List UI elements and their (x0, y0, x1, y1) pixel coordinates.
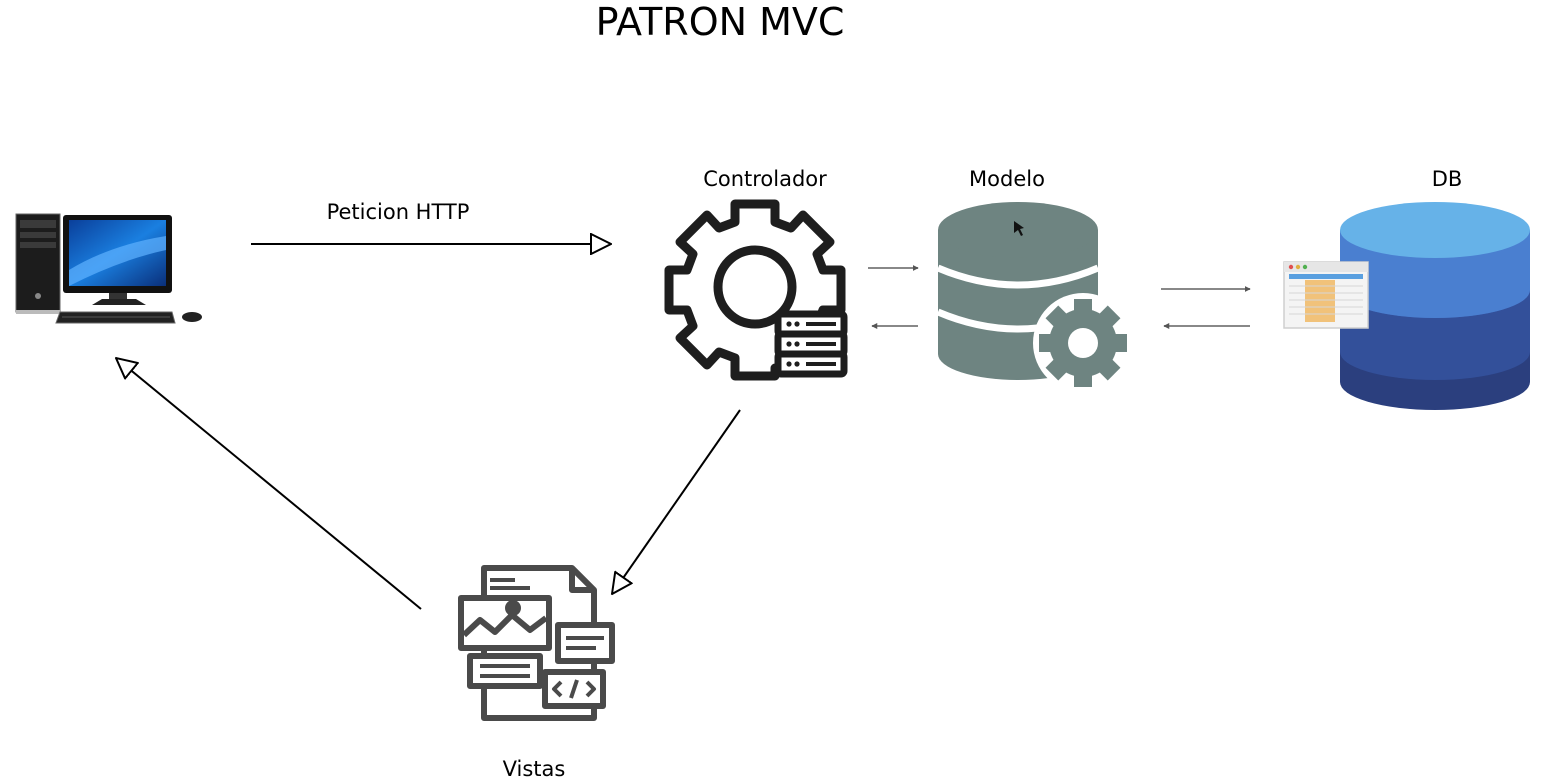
views-label: Vistas (503, 757, 566, 781)
controller-label: Controlador (703, 167, 827, 191)
desktop-computer-icon (15, 213, 202, 324)
http-request-label: Peticion HTTP (327, 200, 470, 224)
gear-server-icon (664, 199, 848, 381)
model-label: Modelo (969, 167, 1045, 191)
database-cylinder-icon (1283, 202, 1530, 410)
controller-to-views-arrow (612, 409, 741, 594)
document-views-icon (458, 565, 615, 721)
database-gear-icon (936, 202, 1133, 393)
diagram-title: PATRON MVC (596, 0, 845, 44)
views-to-client-arrow (116, 358, 422, 610)
db-label: DB (1432, 167, 1463, 191)
